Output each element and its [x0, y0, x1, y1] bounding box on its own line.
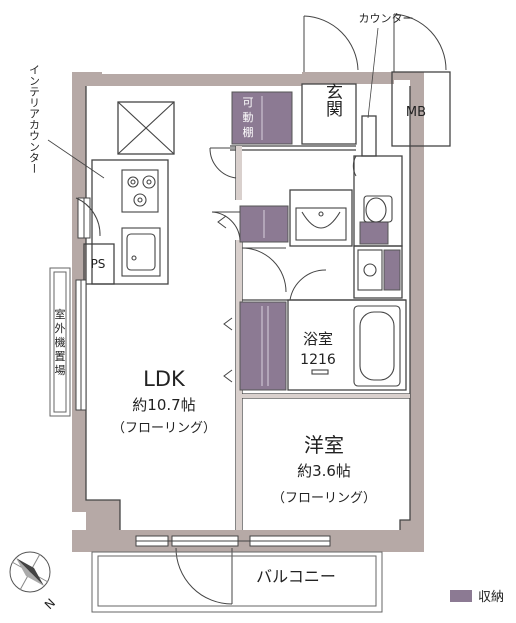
western-name: 洋室 [304, 433, 344, 457]
western-floor: （フローリング） [272, 491, 376, 506]
balcony [91, 551, 383, 613]
compass [9, 551, 51, 593]
outdoor-unit-char-1: 室 [55, 307, 66, 321]
hall-wall-shade [236, 146, 410, 530]
ldk-floor: （フローリング） [112, 421, 216, 436]
movable-shelf-char-1: 可 [243, 96, 254, 109]
legend-label: 収納 [478, 590, 504, 605]
door-swings [75, 13, 447, 605]
ldk-name: LDK [143, 367, 186, 391]
balcony-label: バルコニー [256, 567, 336, 586]
leader-lines [47, 27, 379, 179]
outdoor-unit-char-2: 外 [55, 322, 66, 335]
western-size: 約3.6帖 [297, 462, 351, 480]
ldk-size: 約10.7帖 [132, 396, 195, 414]
kitchen-fixtures [117, 101, 175, 277]
interior-counter-label: インテリアカウンター [28, 64, 41, 174]
windows [75, 197, 331, 547]
outdoor-unit-char-5: 場 [55, 364, 66, 377]
movable-shelf-char-3: 棚 [243, 125, 254, 139]
counter-label: カウンター [359, 12, 414, 25]
bath-fixtures [295, 195, 401, 387]
storage-shelf-lines [261, 96, 269, 386]
outdoor-unit-area [49, 267, 71, 417]
outdoor-unit-char-4: 置 [55, 350, 66, 363]
outdoor-unit-char-3: 機 [55, 335, 66, 349]
legend-swatch [450, 590, 472, 602]
entrance-label: 玄関 [322, 83, 342, 117]
mb-label: MB [406, 105, 426, 120]
compass-n: N [42, 596, 58, 612]
bath-name: 浴室 [303, 330, 333, 348]
bath-size: 1216 [300, 352, 336, 368]
ps-label: PS [91, 257, 106, 271]
movable-shelf-char-2: 動 [243, 110, 254, 124]
